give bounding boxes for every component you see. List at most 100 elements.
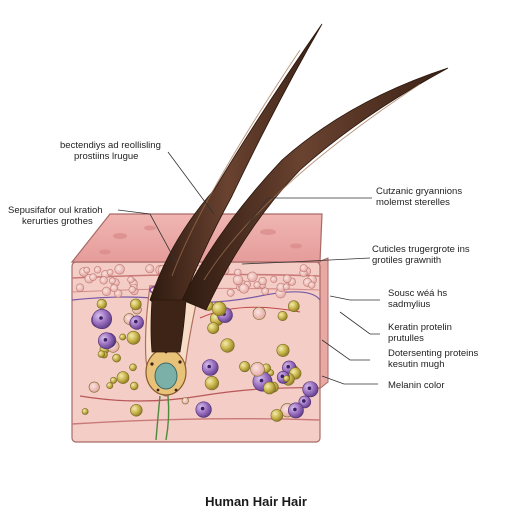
yellow-cell (263, 381, 276, 395)
cell-cluster (75, 264, 319, 422)
epidermal-cell (109, 277, 116, 285)
yellow-cell (276, 343, 290, 357)
leader-lines (117, 151, 380, 385)
label-right-6: Melanin color (388, 380, 445, 391)
cell-nucleus (302, 399, 306, 403)
yellow-cell (96, 298, 107, 310)
epidermal-cell (258, 276, 267, 286)
epidermal-cell (110, 284, 119, 293)
yellow-cell (220, 338, 235, 353)
yellow-cell (130, 298, 142, 311)
epidermal-cell (127, 276, 135, 284)
yellow-cell (106, 382, 114, 389)
cell-nucleus (99, 316, 103, 320)
label-left-2: Sepusifafor oul kratioh kerurties grothe… (8, 205, 103, 227)
yellow-cell (126, 330, 141, 345)
label-right-4-line2: prutulles (388, 333, 424, 344)
epidermal-cell (282, 274, 292, 284)
cell-nucleus (134, 319, 138, 324)
cell-nucleus (103, 338, 108, 342)
cell-nucleus (293, 407, 297, 412)
yellow-cell (270, 409, 284, 422)
yellow-cell (97, 350, 106, 358)
epidermal-cell (113, 289, 123, 298)
cell-nucleus (307, 386, 312, 391)
cell-nucleus (207, 364, 211, 369)
epidermal-cell (99, 276, 108, 285)
yellow-cell (88, 381, 100, 393)
yellow-cell (252, 306, 266, 320)
yellow-cell (181, 397, 189, 405)
label-right-1-line1: Cutzanic gryannions (376, 186, 463, 197)
yellow-cell (119, 333, 127, 341)
yellow-cell (116, 371, 130, 384)
label-left-1: bectendiys ad reollisling prostiins lrug… (60, 140, 161, 162)
label-right-1-line2: molemst sterelles (376, 197, 450, 208)
hair-highlight (203, 83, 421, 281)
epidermal-cell (247, 271, 258, 282)
epidermal-cell (83, 266, 91, 274)
epidermal-cell (261, 287, 270, 296)
blood-vessel (199, 306, 301, 319)
label-right-2-line1: Cuticles trugergrote ins (372, 244, 470, 255)
epidermal-cell (238, 283, 249, 294)
yellow-cell (112, 353, 121, 363)
epidermal-cell (128, 286, 136, 294)
yellow-cell (277, 310, 288, 321)
label-right-5: Dotersenting proteins kesutin mugh (388, 348, 478, 370)
epidermal-cell (232, 274, 244, 286)
label-right-1: Cutzanic gryannions molemst sterelles (376, 186, 462, 208)
epidermal-cell (114, 264, 125, 275)
blood-vessel (79, 387, 321, 402)
yellow-cell (204, 376, 219, 391)
epidermal-cell (145, 264, 155, 274)
dermis-base-line (71, 417, 321, 425)
yellow-cell (81, 408, 89, 415)
label-right-2: Cuticles trugergrote ins grotiles grawni… (372, 244, 470, 266)
epidermal-cell (253, 281, 261, 289)
label-left-2-line2: kerurties grothes (22, 216, 93, 227)
epidermal-cell (93, 266, 102, 274)
hair-highlight (171, 49, 301, 277)
label-right-3-line1: Sousc wéá hs (388, 288, 448, 299)
yellow-cell (130, 381, 139, 391)
label-right-5-line2: kesutin mugh (388, 359, 445, 370)
label-right-5-line1: Dotersenting proteins (388, 348, 479, 359)
yellow-cell (250, 362, 265, 377)
cell-nucleus (286, 364, 291, 369)
label-right-3: Sousc wéá hs sadmylius (388, 288, 447, 310)
epidermal-cell (282, 283, 290, 291)
yellow-cell (207, 322, 220, 334)
label-right-4: Keratin protelin prutulles (388, 322, 452, 344)
label-left-1-line1: bectendiys ad reollisling (60, 140, 161, 151)
hair-shaft (181, 67, 449, 311)
epidermal-cell (226, 288, 235, 297)
label-right-6-line1: Melanin color (388, 380, 445, 391)
label-right-4-line1: Keratin protelin (388, 322, 452, 333)
yellow-cell (129, 363, 137, 372)
yellow-cell (110, 376, 117, 384)
cell-nucleus (280, 374, 285, 379)
epidermal-cell (89, 273, 97, 282)
cell-nucleus (259, 378, 264, 383)
epidermal-cell (270, 275, 278, 283)
yellow-cell (211, 301, 227, 317)
diagram-title: Human Hair Hair (205, 494, 307, 509)
epidermal-cell (101, 286, 111, 297)
epidermal-cell (234, 268, 242, 277)
epidermal-cell (299, 264, 308, 273)
yellow-cell (239, 361, 251, 373)
hair-root (150, 299, 187, 353)
label-right-2-line2: grotiles grawnith (372, 255, 442, 266)
epidermal-cell (308, 281, 316, 289)
epidermal-cell (75, 283, 85, 292)
top-face-pores (99, 222, 302, 255)
yellow-cell (283, 375, 290, 382)
nerve-fiber (155, 395, 170, 441)
epidermal-cell (106, 268, 114, 276)
cell-nucleus (200, 406, 205, 411)
label-left-1-line2: prostiins lrugue (74, 151, 139, 162)
label-right-3-line2: sadmylius (388, 299, 431, 310)
yellow-cell (130, 404, 143, 417)
